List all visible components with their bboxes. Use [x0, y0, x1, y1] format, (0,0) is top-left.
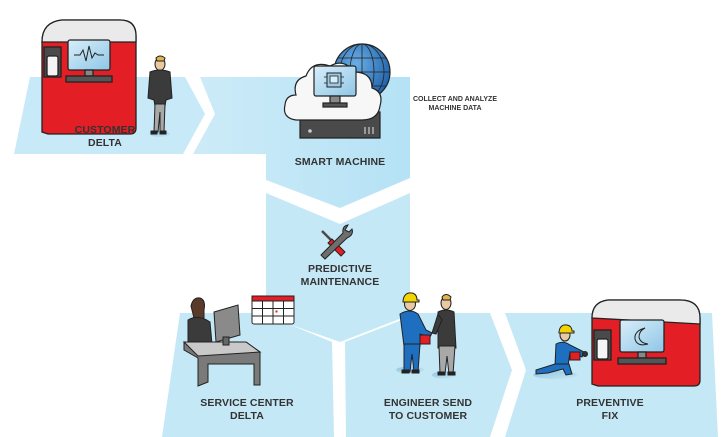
annotation-line: MACHINE DATA [428, 105, 482, 112]
chip-icon [324, 72, 344, 88]
label-line: PREVENTIVE [576, 397, 644, 409]
label-line: TO CUSTOMER [388, 410, 468, 422]
repair-machine-icon [591, 299, 701, 387]
panel-engineer [345, 313, 512, 437]
moon-icon [634, 327, 649, 346]
kneeling-engineer-icon [533, 324, 588, 379]
label-line: CUSTOMER [74, 124, 136, 136]
label-line: FIX [601, 410, 619, 422]
annotation-collect-analyze: COLLECT AND ANALYZE MACHINE DATA [400, 95, 510, 113]
waveform-icon [74, 45, 104, 62]
service-agent-icon [182, 297, 262, 387]
label-line: PREDICTIVE [307, 263, 372, 275]
label-line: SERVICE CENTER [200, 397, 294, 409]
helmet-icon [402, 292, 420, 303]
label-line: SMART MACHINE [294, 156, 386, 168]
label-line: ENGINEER SEND [383, 397, 473, 409]
toolbox-icon [419, 334, 431, 345]
label-customer-delta: CUSTOMER DELTA [50, 124, 160, 150]
panel-predictive-maintenance [266, 193, 410, 342]
monitor-icon [213, 304, 241, 343]
vending-machine-icon [41, 19, 137, 135]
calendar-icon [251, 295, 295, 325]
label-service-center-delta: SERVICE CENTER DELTA [187, 397, 307, 423]
annotation-line: COLLECT AND ANALYZE [413, 96, 497, 103]
label-preventive-fix: PREVENTIVE FIX [560, 397, 660, 423]
label-line: DELTA [230, 410, 264, 422]
wrench-screwdriver-icon [320, 224, 353, 260]
label-smart-machine: SMART MACHINE [280, 156, 400, 169]
label-predictive-maintenance: PREDICTIVE MAINTENANCE [285, 263, 395, 289]
label-engineer-send: ENGINEER SEND TO CUSTOMER [368, 397, 488, 423]
smart-machine-icon [283, 43, 391, 139]
customer-person-icon [147, 55, 173, 137]
label-line: DELTA [88, 137, 122, 149]
handshake-icon [396, 292, 457, 379]
label-line: MAINTENANCE [300, 276, 380, 288]
